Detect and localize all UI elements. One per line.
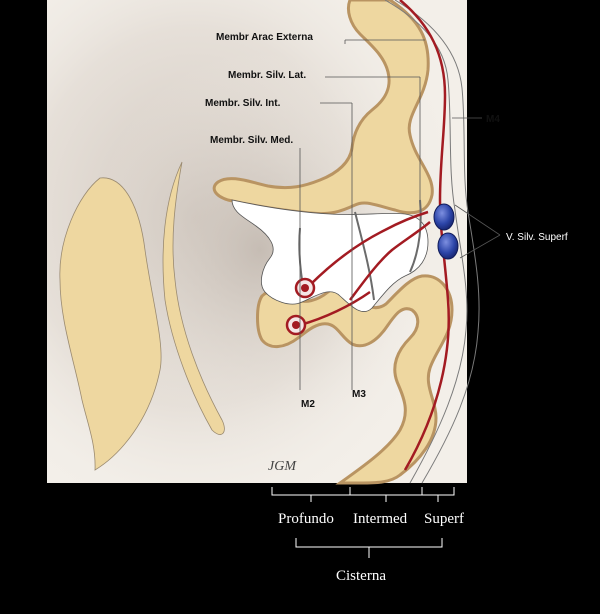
upper-cortex	[212, 0, 434, 216]
artist-signature: JGM	[268, 459, 297, 474]
bracket-label-cisterna: Cisterna	[336, 568, 386, 584]
sylvian-cistern	[231, 199, 429, 313]
superficial-sylvian-vein-lower	[437, 232, 459, 260]
left-cortex-strip	[59, 177, 162, 471]
m2-artery-section-upper-inner	[301, 284, 309, 292]
outer-arachnoid-layer-2	[394, 0, 480, 484]
m3-artery	[348, 221, 431, 301]
bracket-label-superf: Superf	[424, 511, 464, 527]
label-membr-arac-externa: Membr Arac Externa	[216, 32, 313, 43]
label-membr-silv-med: Membr. Silv. Med.	[210, 135, 293, 146]
superficial-sylvian-vein-upper	[433, 203, 455, 231]
label-v-silv-superf: V. Silv. Superf	[506, 232, 568, 243]
leader-lines	[299, 39, 501, 390]
outer-arachnoid-layer	[384, 0, 468, 484]
bracket-lines	[271, 487, 455, 558]
membr-silv-lat-line	[409, 199, 422, 273]
middle-cortex-strip	[162, 161, 225, 435]
label-membr-silv-int: Membr. Silv. Int.	[205, 98, 281, 109]
background-shading-center	[90, 50, 430, 450]
m2-artery-section-lower-inner	[292, 321, 300, 329]
label-m4: M4	[486, 114, 500, 125]
membr-silv-int-line	[354, 211, 375, 301]
label-m2: M2	[301, 399, 315, 410]
bracket-label-intermed: Intermed	[353, 511, 408, 527]
label-membr-silv-lat: Membr. Silv. Lat.	[228, 70, 306, 81]
bracket-label-profundo: Profundo	[278, 511, 334, 527]
m2-artery-lower	[299, 290, 371, 327]
label-m3: M3	[352, 389, 366, 400]
m2-artery-upper	[309, 210, 429, 286]
m4-artery	[399, 0, 450, 471]
